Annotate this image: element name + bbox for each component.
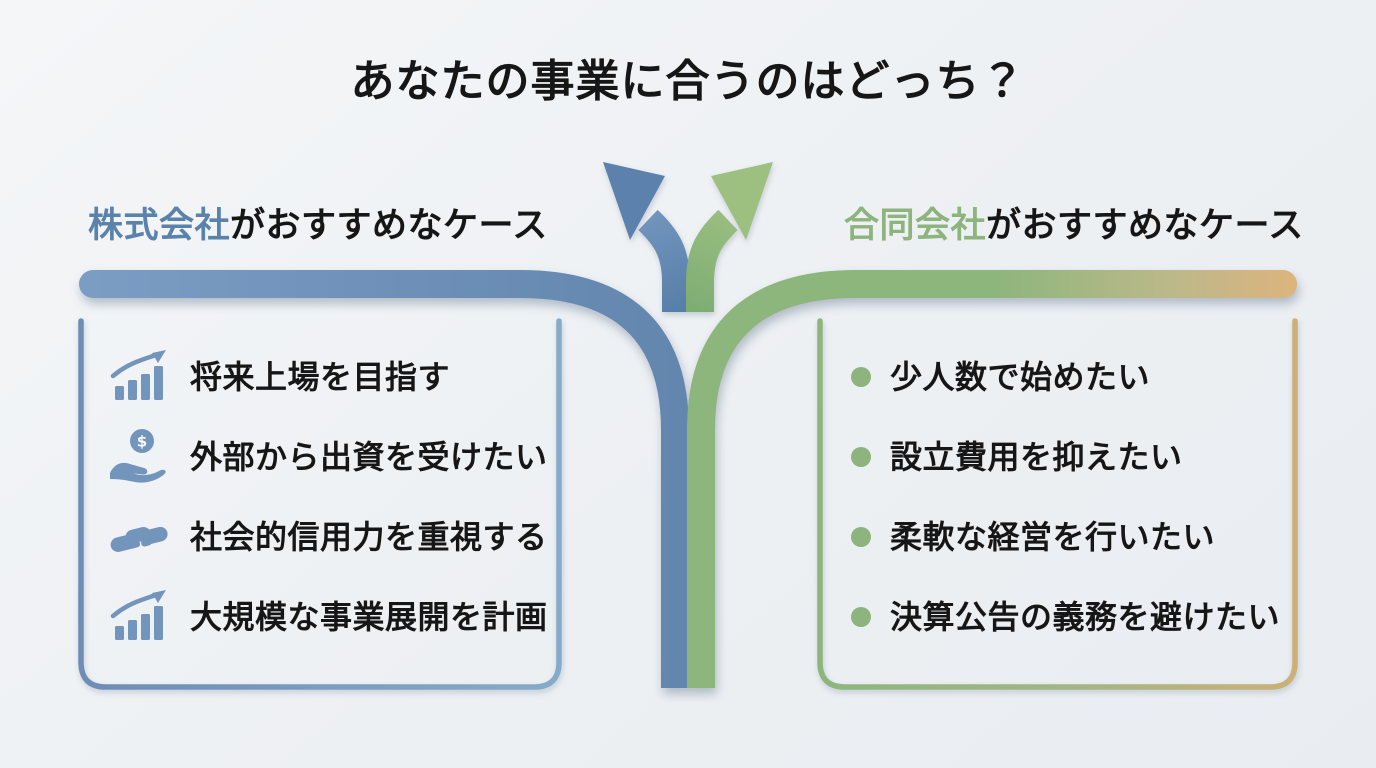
list-item-label: 決算公告の義務を避けたい bbox=[890, 599, 1281, 635]
page-title: あなたの事業に合うのはどっち？ bbox=[350, 57, 1026, 106]
list-item-label: 設立費用を抑えたい bbox=[890, 439, 1183, 475]
list-item-label: 社会的信用力を重視する bbox=[190, 519, 548, 555]
left-branch-bar bbox=[93, 270, 689, 688]
handshake-icon bbox=[104, 512, 174, 562]
list-item-label: 少人数で始めたい bbox=[890, 359, 1151, 395]
list-item: $ 外部から出資を受けたい bbox=[104, 428, 548, 486]
chart-growth-icon bbox=[104, 588, 174, 646]
kk-heading-rest: がおすすめなケース bbox=[230, 206, 548, 245]
list-item: 決算公告の義務を避けたい bbox=[848, 591, 1280, 643]
fork-arrow-right-shaft bbox=[686, 209, 738, 312]
bullet-dot-icon bbox=[848, 366, 874, 388]
list-item: 大規模な事業展開を計画 bbox=[104, 588, 548, 646]
list-item: 設立費用を抑えたい bbox=[848, 431, 1280, 483]
fork-arrow-left-shaft bbox=[638, 209, 690, 312]
list-item: 少人数で始めたい bbox=[848, 351, 1280, 403]
list-item-label: 大規模な事業展開を計画 bbox=[190, 599, 548, 635]
kk-heading-highlight: 株式会社 bbox=[88, 206, 231, 245]
fork-arrow-right-head bbox=[711, 162, 773, 240]
right-branch-bar bbox=[687, 270, 1283, 688]
gk-list: 少人数で始めたい 設立費用を抑えたい 柔軟な経営を行いたい 決算公告の義務を避け… bbox=[848, 351, 1280, 643]
right-card-border bbox=[817, 318, 1298, 690]
fork-arrow-left-head bbox=[603, 162, 665, 240]
gk-heading-highlight: 合同会社 bbox=[844, 206, 987, 245]
bullet-dot-icon bbox=[848, 446, 874, 468]
gk-heading-rest: がおすすめなケース bbox=[986, 206, 1304, 245]
chart-growth-icon bbox=[104, 348, 174, 406]
hand-coin-icon: $ bbox=[104, 428, 174, 486]
svg-text:$: $ bbox=[137, 433, 147, 451]
list-item: 社会的信用力を重視する bbox=[104, 511, 548, 563]
kk-heading: 株式会社がおすすめなケース bbox=[88, 206, 548, 246]
list-item-label: 将来上場を目指す bbox=[190, 359, 451, 395]
list-item-label: 外部から出資を受けたい bbox=[190, 439, 548, 475]
left-card-border bbox=[78, 318, 562, 690]
bullet-dot-icon bbox=[848, 526, 874, 548]
kk-list: 将来上場を目指す $ 外部から出資を受けたい 社会的信用力を重視する 大規模な事… bbox=[104, 348, 548, 646]
list-item-label: 柔軟な経営を行いたい bbox=[890, 519, 1216, 555]
bullet-dot-icon bbox=[848, 606, 874, 628]
gk-heading: 合同会社がおすすめなケース bbox=[844, 206, 1304, 246]
list-item: 将来上場を目指す bbox=[104, 348, 548, 406]
list-item: 柔軟な経営を行いたい bbox=[848, 511, 1280, 563]
